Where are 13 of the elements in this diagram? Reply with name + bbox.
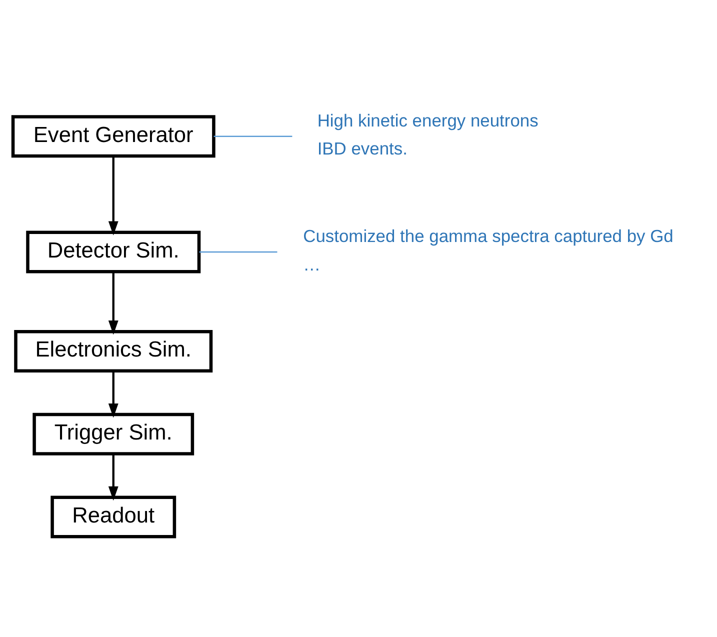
arrow	[108, 454, 118, 501]
node-box: Electronics Sim.	[14, 330, 213, 372]
node-box: Detector Sim.	[26, 230, 201, 274]
arrow	[108, 371, 118, 418]
node-box: Event Generator	[11, 115, 216, 158]
node-box: Readout	[50, 496, 176, 538]
node-box: Trigger Sim.	[32, 412, 194, 456]
node-label: Customized the gamma spectra captured by Gd	[303, 226, 674, 246]
arrow	[108, 156, 118, 236]
node-label: …	[303, 254, 321, 274]
node-label: High kinetic energy neutrons	[317, 110, 538, 130]
arrow	[108, 272, 118, 335]
node-label: IBD events.	[317, 138, 408, 159]
